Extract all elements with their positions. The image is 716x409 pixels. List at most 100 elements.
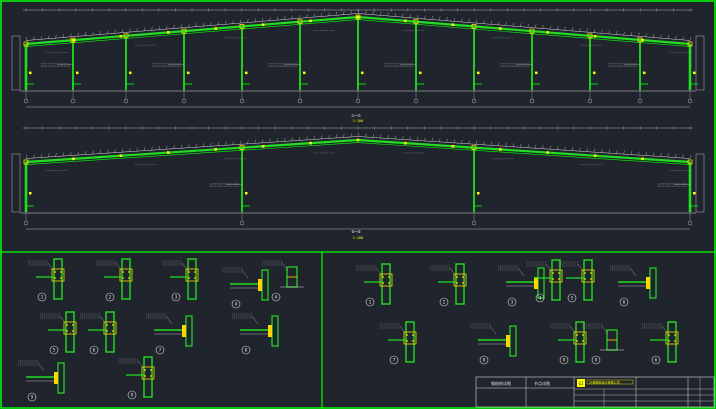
bolt xyxy=(406,334,408,336)
purlin-tick xyxy=(564,146,566,151)
detail-bubble xyxy=(365,297,375,307)
joint-marker xyxy=(123,33,129,39)
purlin-tick xyxy=(652,152,655,157)
purlin-tick xyxy=(682,36,684,40)
purlin-tick xyxy=(660,152,662,157)
end-plate xyxy=(549,269,563,283)
gable-end xyxy=(11,153,21,213)
purlin-tick xyxy=(343,133,345,138)
detail-label: 4 xyxy=(235,302,238,308)
detail-column xyxy=(65,311,75,353)
purlin-tick xyxy=(306,14,308,18)
bolt xyxy=(582,340,584,342)
purlin-tick xyxy=(446,17,448,21)
detail-leader xyxy=(37,362,45,372)
detail-leader xyxy=(629,267,637,277)
detail-label: 4 xyxy=(275,295,278,301)
purlin-tick xyxy=(387,134,389,139)
bolt xyxy=(462,276,464,278)
purlin-tick xyxy=(188,23,190,28)
detail-9: 9 xyxy=(18,360,65,402)
purlin-tick xyxy=(608,30,611,34)
purlin-tick xyxy=(461,139,463,144)
detail-leader xyxy=(137,360,145,370)
member-mark xyxy=(643,71,646,75)
purlin-tick xyxy=(394,135,397,139)
bolt xyxy=(388,276,390,278)
rafter-splice-mark xyxy=(593,34,597,38)
detail-column xyxy=(649,267,657,299)
purlin-tick xyxy=(512,143,515,147)
detail-bubble xyxy=(439,297,449,307)
detail-column xyxy=(271,315,279,347)
purlin-tick xyxy=(527,23,529,28)
purlin-tick xyxy=(298,136,301,141)
purlin-tick xyxy=(490,141,492,146)
purlin-tick xyxy=(195,23,197,27)
purlin-tick xyxy=(143,147,146,151)
purlin-tick xyxy=(136,27,138,32)
purlin-tick xyxy=(47,153,50,158)
rafter-splice-mark xyxy=(356,15,360,19)
purlin-tick xyxy=(468,18,470,23)
detail-leader xyxy=(577,263,585,273)
purlin-tick xyxy=(158,146,160,150)
purlin-tick xyxy=(483,141,485,145)
joint-marker xyxy=(297,19,303,25)
purlin-tick xyxy=(217,21,219,25)
purlin-tick xyxy=(47,35,50,39)
purlin-tick xyxy=(593,29,596,33)
member-mark xyxy=(245,71,248,75)
axis-bubble xyxy=(123,98,129,104)
purlin-tick xyxy=(210,21,212,26)
detail-5: 5 xyxy=(40,311,77,355)
axis-bubble xyxy=(70,98,76,104)
purlin-tick xyxy=(232,20,234,24)
purlin-tick xyxy=(166,145,168,150)
purlin-tick xyxy=(306,136,308,140)
end-plate xyxy=(453,273,467,287)
purlin-tick xyxy=(431,137,433,142)
purlin-tick xyxy=(343,11,345,15)
purlin-tick xyxy=(202,143,205,147)
detail-label: 9 xyxy=(563,358,566,364)
purlin-tick xyxy=(298,14,301,19)
purlin-tick xyxy=(475,140,478,145)
purlin-tick xyxy=(350,10,352,15)
purlin-tick xyxy=(77,151,79,156)
detail-leader xyxy=(241,269,249,279)
purlin-tick xyxy=(424,15,426,19)
purlin-tick xyxy=(593,148,596,153)
member-mark xyxy=(693,192,696,195)
detail-column xyxy=(261,269,269,301)
bolt xyxy=(590,272,592,274)
detail-label: 6 xyxy=(623,300,626,306)
end-plate xyxy=(54,372,58,384)
purlin-tick xyxy=(202,22,205,27)
member-mark xyxy=(477,192,480,195)
detail-label: 5 xyxy=(571,296,574,302)
detail-4: 4 xyxy=(222,267,269,309)
gable-end xyxy=(695,153,705,213)
axis-bubble xyxy=(181,98,187,104)
detail-3: 3 xyxy=(498,265,545,307)
axis-bubble xyxy=(471,98,477,104)
purlin-tick xyxy=(490,20,492,25)
purlin-tick xyxy=(195,143,197,148)
detail-label: 9 xyxy=(131,393,134,399)
end-plate xyxy=(573,331,587,345)
rafter-splice-mark xyxy=(404,141,407,145)
purlin-tick xyxy=(365,133,367,138)
bolt xyxy=(194,271,196,273)
detail-column xyxy=(575,321,585,363)
purlin-tick xyxy=(114,149,116,153)
detail-column xyxy=(455,263,465,305)
detail-5: 5 xyxy=(558,259,595,303)
bolt xyxy=(590,278,592,280)
rafter-splice-mark xyxy=(72,157,75,161)
purlin-tick xyxy=(225,20,227,25)
detail-8: 8 xyxy=(470,323,517,365)
axis-bubble xyxy=(23,220,29,226)
